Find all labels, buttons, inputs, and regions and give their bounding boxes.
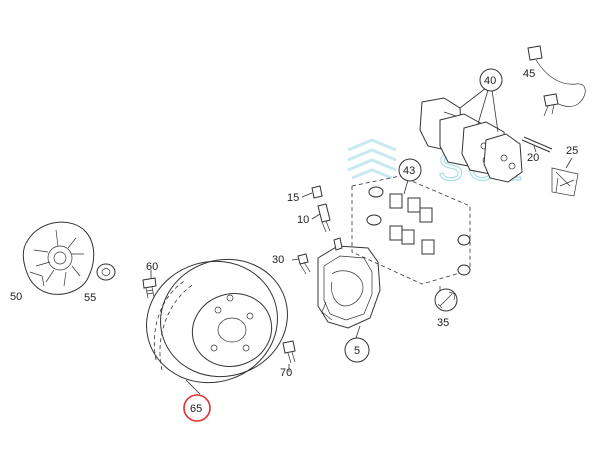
wear-sensor-part: [527, 45, 586, 117]
bleeder-valve-part: [301, 185, 331, 233]
disc-bolt-part: [142, 270, 157, 299]
callout-circle-5: [344, 337, 370, 363]
label-5: 5: [354, 345, 360, 357]
label-20: 20: [527, 152, 539, 164]
highlight-ring-65: [183, 394, 211, 422]
brake-pads-part: [419, 87, 523, 183]
tool-symbol: [434, 288, 458, 312]
label-65: 65: [190, 403, 202, 415]
label-43: 43: [403, 165, 415, 177]
label-60: 60: [146, 261, 158, 273]
callout-circle-40: [479, 68, 503, 92]
washer-part: [96, 263, 116, 281]
brake-caliper-part: [317, 237, 381, 339]
retaining-pin-part: [521, 136, 553, 153]
label-40: 40: [484, 75, 496, 87]
callout-circle-43: [398, 158, 422, 182]
label-25: 25: [566, 145, 578, 157]
label-55: 55: [84, 292, 96, 304]
spring-clip-part: [551, 157, 579, 197]
label-15: 15: [287, 192, 299, 204]
screw-part: [282, 340, 296, 372]
caliper-bolt-part: [291, 253, 311, 275]
label-10: 10: [297, 214, 309, 226]
dust-shield-part: [22, 221, 95, 295]
label-35: 35: [437, 317, 449, 329]
label-70: 70: [280, 367, 292, 379]
brake-disc-part: [146, 258, 288, 395]
label-45: 45: [523, 68, 535, 80]
label-50: 50: [10, 291, 22, 303]
label-30: 30: [272, 254, 284, 266]
